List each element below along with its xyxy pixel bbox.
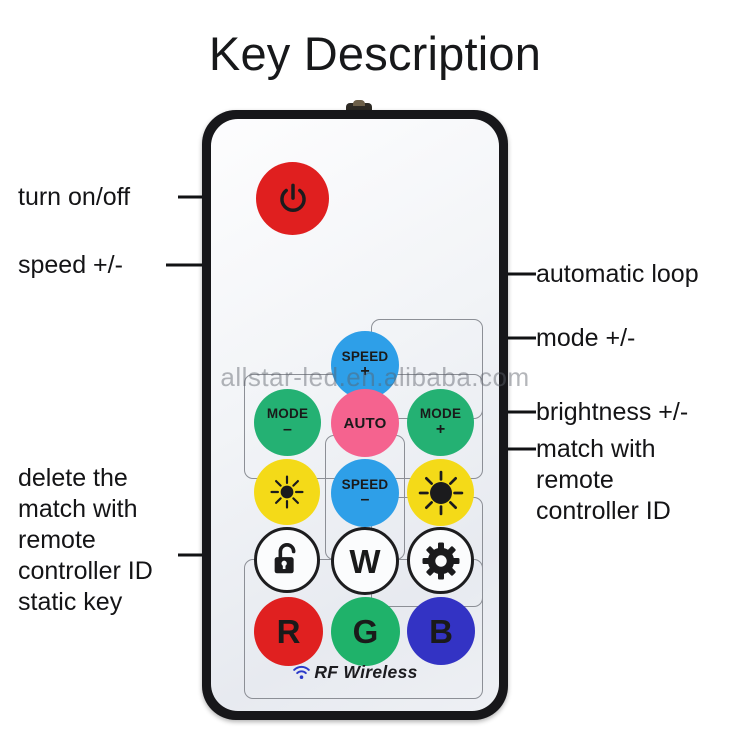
mode-up-label-1: MODE: [419, 406, 462, 422]
remote-face-panel: SPEED + MODE – AUTO MODE +: [211, 119, 499, 711]
wifi-icon: [292, 664, 311, 685]
power-button[interactable]: [256, 162, 329, 235]
green-color-button[interactable]: G: [331, 597, 400, 666]
ir-emitter-nub: [346, 100, 372, 114]
blue-label: B: [429, 612, 453, 650]
mode-up-button[interactable]: MODE +: [407, 389, 474, 456]
settings-button[interactable]: [407, 527, 474, 594]
speed-up-label-1: SPEED: [341, 348, 389, 364]
sun-small-icon: [270, 475, 304, 509]
power-icon: [279, 183, 306, 212]
annotation-brightness: brightness +/-: [536, 398, 689, 426]
annotation-turn-on-off: turn on/off: [18, 183, 131, 211]
gear-icon: [422, 542, 459, 579]
speed-down-label-2: –: [360, 491, 370, 509]
speed-up-button[interactable]: SPEED +: [331, 331, 399, 399]
white-button[interactable]: W: [331, 527, 399, 595]
auto-button[interactable]: AUTO: [331, 389, 399, 457]
mode-up-label-2: +: [435, 420, 446, 438]
page-title: Key Description: [208, 27, 542, 80]
sun-large-icon: [418, 470, 463, 515]
blue-color-button[interactable]: B: [407, 597, 475, 665]
annotation-match-id: match with remote controller ID: [536, 435, 671, 525]
open-padlock-icon: [274, 543, 296, 574]
speed-down-label-1: SPEED: [341, 476, 389, 492]
mode-down-button[interactable]: MODE –: [254, 389, 321, 456]
rf-wireless-label: RF Wireless: [314, 662, 418, 682]
green-label: G: [352, 613, 379, 650]
red-color-button[interactable]: R: [254, 597, 323, 666]
annotation-delete-id: delete the match with remote controller …: [18, 464, 153, 616]
white-label: W: [349, 542, 381, 580]
rf-wireless-footer: RF Wireless: [211, 662, 499, 685]
speed-down-button[interactable]: SPEED –: [331, 459, 399, 527]
unlock-button[interactable]: [254, 527, 320, 593]
brightness-up-button[interactable]: [407, 459, 474, 526]
remote-control-body: SPEED + MODE – AUTO MODE +: [202, 110, 508, 720]
speed-up-label-2: +: [360, 363, 370, 381]
brightness-down-button[interactable]: [254, 459, 320, 525]
annotation-mode: mode +/-: [536, 324, 636, 352]
annotation-automatic-loop: automatic loop: [536, 260, 699, 288]
mode-down-label-2: –: [283, 420, 292, 438]
red-label: R: [276, 613, 301, 650]
mode-down-label-1: MODE: [266, 406, 309, 422]
annotation-speed: speed +/-: [18, 251, 123, 279]
auto-label: AUTO: [343, 414, 387, 432]
